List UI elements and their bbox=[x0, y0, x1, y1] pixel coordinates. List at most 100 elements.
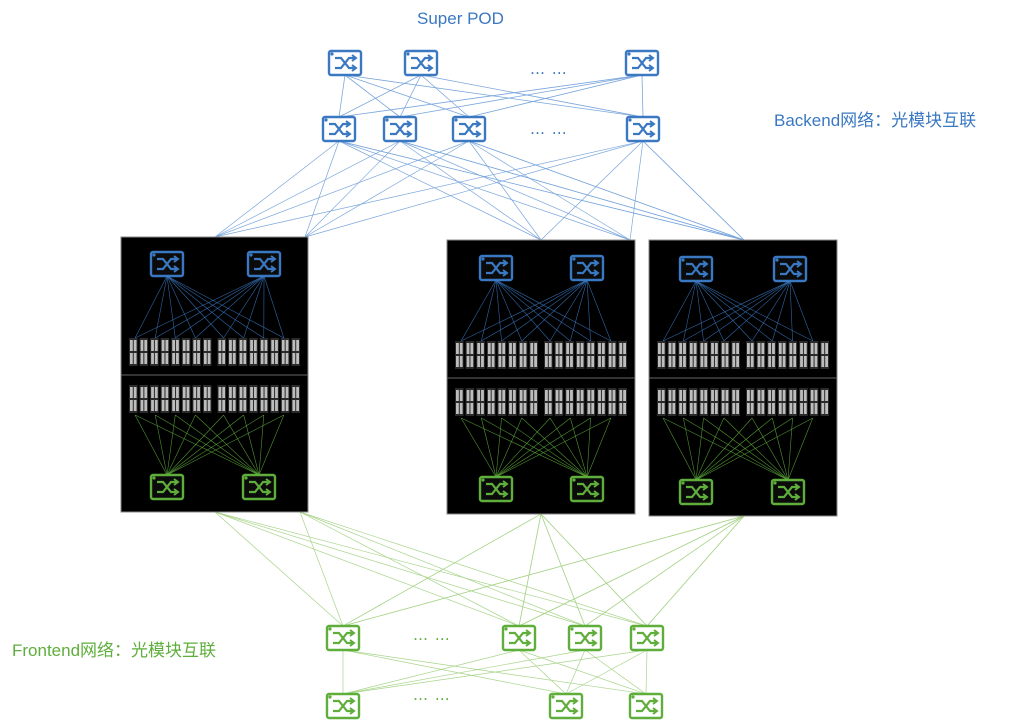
rack-1-backend-switch-2 bbox=[246, 250, 282, 278]
leaf-ellipsis: … … bbox=[530, 120, 568, 138]
rack-3 bbox=[648, 239, 838, 517]
gpu-module-icon bbox=[465, 388, 475, 416]
frontend-upper-switch-3 bbox=[567, 624, 603, 652]
gpu-module-icon bbox=[529, 341, 538, 369]
gpu-module-icon bbox=[518, 341, 528, 369]
frontend-links bbox=[214, 511, 745, 695]
gpu-module-icon bbox=[820, 341, 829, 369]
gpu-module-icon bbox=[181, 385, 191, 413]
rack-1-backend-switch-1 bbox=[149, 250, 185, 278]
frontend-lower-switch-2 bbox=[548, 692, 584, 720]
spine-switch-n bbox=[624, 49, 660, 77]
gpu-module-icon bbox=[731, 341, 740, 369]
gpu-module-icon bbox=[607, 388, 617, 416]
rack-2-frontend-switch-1 bbox=[478, 475, 514, 503]
gpu-module-icon bbox=[554, 388, 564, 416]
gpu-module-icon bbox=[486, 388, 496, 416]
gpu-module-icon bbox=[544, 341, 553, 369]
gpu-module-icon bbox=[699, 388, 709, 416]
gpu-module-icon bbox=[667, 341, 677, 369]
gpu-module-icon bbox=[767, 388, 776, 416]
gpu-module-icon bbox=[618, 388, 627, 416]
leaf-switch-3 bbox=[451, 115, 487, 143]
gpu-module-icon bbox=[756, 341, 766, 369]
gpu-module-icon bbox=[586, 388, 596, 416]
gpu-module-icon bbox=[657, 388, 666, 416]
gpu-module-icon bbox=[497, 388, 507, 416]
gpu-module-icon bbox=[259, 338, 269, 366]
gpu-module-icon bbox=[597, 341, 606, 369]
gpu-module-icon bbox=[181, 338, 191, 366]
gpu-module-icon bbox=[249, 385, 258, 413]
gpu-module-icon bbox=[731, 388, 740, 416]
gpu-module-icon bbox=[228, 385, 237, 413]
gpu-module-icon bbox=[508, 388, 517, 416]
gpu-module-icon bbox=[767, 341, 776, 369]
gpu-module-icon bbox=[575, 388, 585, 416]
gpu-module-icon bbox=[809, 388, 819, 416]
gpu-module-icon bbox=[476, 388, 485, 416]
gpu-module-icon bbox=[259, 385, 269, 413]
gpu-module-icon bbox=[160, 338, 170, 366]
rack-1-frontend-switch-2 bbox=[241, 473, 277, 501]
gpu-module-icon bbox=[586, 341, 596, 369]
gpu-module-icon bbox=[597, 388, 606, 416]
gpu-module-icon bbox=[291, 385, 300, 413]
gpu-module-icon bbox=[150, 338, 159, 366]
switches bbox=[321, 49, 665, 720]
gpu-module-icon bbox=[618, 341, 627, 369]
rack-3-frontend-switch-1 bbox=[678, 478, 714, 506]
frontend-network-label: Frontend网络：光模块互联 bbox=[12, 641, 217, 660]
rack-3-backend-switch-2 bbox=[772, 255, 808, 283]
leaf-switch-2 bbox=[382, 115, 418, 143]
gpu-module-icon bbox=[280, 385, 290, 413]
gpu-module-icon bbox=[217, 338, 227, 366]
rack-2 bbox=[446, 239, 636, 515]
gpu-module-icon bbox=[554, 341, 564, 369]
gpu-module-icon bbox=[192, 338, 201, 366]
spine-ellipsis: … … bbox=[530, 60, 568, 78]
gpu-module-icon bbox=[192, 385, 201, 413]
gpu-module-icon bbox=[465, 341, 475, 369]
frontend-lower-switch-1 bbox=[325, 692, 361, 720]
gpu-module-icon bbox=[171, 385, 180, 413]
gpu-module-icon bbox=[202, 338, 212, 366]
gpu-module-icon bbox=[529, 388, 538, 416]
gpu-module-icon bbox=[688, 388, 698, 416]
leaf-switch-n bbox=[625, 115, 661, 143]
gpu-module-icon bbox=[238, 338, 248, 366]
gpu-module-icon bbox=[486, 341, 496, 369]
gpu-module-icon bbox=[777, 341, 787, 369]
gpu-module-icon bbox=[455, 341, 464, 369]
gpu-module-icon bbox=[280, 338, 290, 366]
gpu-module-icon bbox=[678, 341, 687, 369]
gpu-module-icon bbox=[607, 341, 617, 369]
gpu-module-icon bbox=[657, 341, 666, 369]
gpu-module-icon bbox=[678, 388, 687, 416]
frontend-upper-ellipsis: … … bbox=[413, 626, 451, 644]
frontend-lower-ellipsis: … … bbox=[413, 686, 451, 704]
gpu-module-icon bbox=[508, 341, 517, 369]
gpu-module-icon bbox=[150, 385, 159, 413]
gpu-module-icon bbox=[238, 385, 248, 413]
frontend-upper-switch-2 bbox=[501, 624, 537, 652]
gpu-module-icon bbox=[710, 341, 719, 369]
rack-3-frontend-switch-2 bbox=[770, 478, 806, 506]
rack-2-backend-switch-1 bbox=[478, 254, 514, 282]
gpu-module-icon bbox=[476, 341, 485, 369]
gpu-module-icon bbox=[565, 388, 574, 416]
gpu-module-icon bbox=[544, 388, 553, 416]
gpu-module-icon bbox=[746, 341, 755, 369]
gpu-module-icon bbox=[139, 385, 149, 413]
gpu-module-icon bbox=[497, 341, 507, 369]
super-pod-title: Super POD bbox=[417, 9, 504, 28]
gpu-module-icon bbox=[565, 341, 574, 369]
gpu-module-icon bbox=[720, 388, 730, 416]
gpu-module-icon bbox=[799, 388, 808, 416]
frontend-upper-switch-1 bbox=[325, 624, 361, 652]
backend-network-label: Backend网络：光模块互联 bbox=[774, 111, 977, 130]
backend-links bbox=[214, 74, 745, 241]
gpu-module-icon bbox=[688, 341, 698, 369]
gpu-module-icon bbox=[139, 338, 149, 366]
